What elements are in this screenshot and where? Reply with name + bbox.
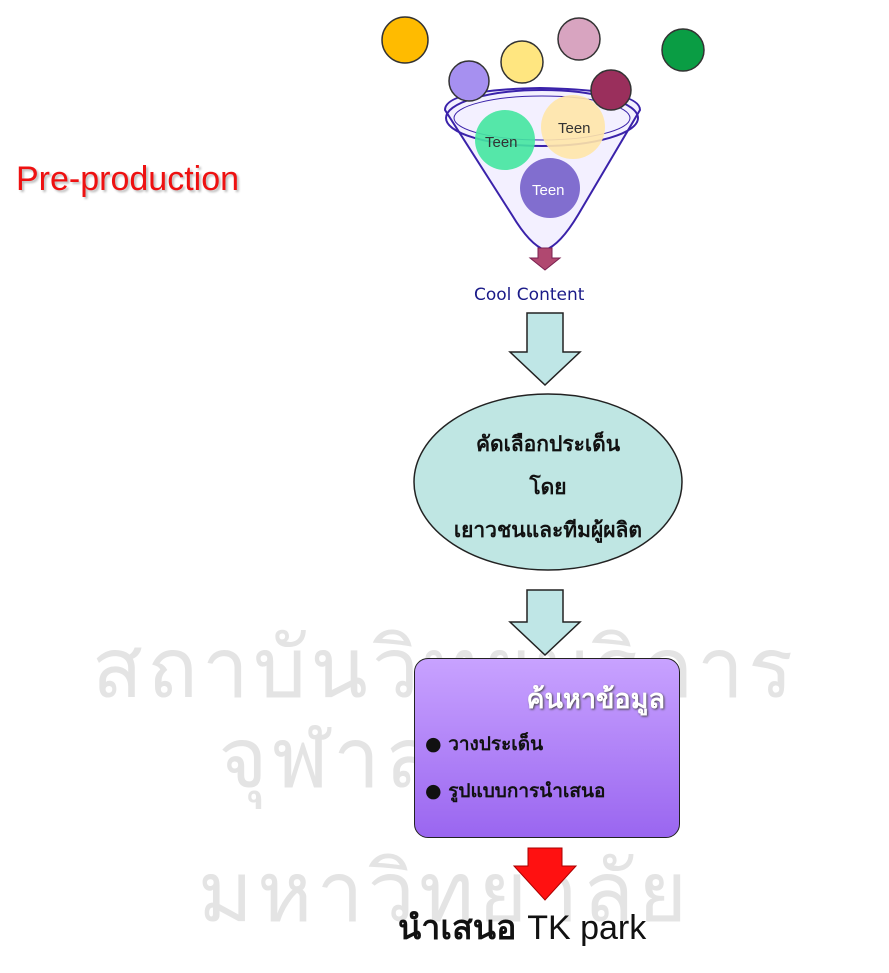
- teen-label-3: Teen: [532, 182, 565, 199]
- research-box-title: ค้นหาข้อมูล: [526, 684, 666, 715]
- bullet-dot-icon: ●: [425, 733, 442, 755]
- bullet-dot-icon: ●: [425, 780, 442, 802]
- teen-label-2: Teen: [558, 120, 591, 137]
- bullet-item: ● รูปแบบการนำเสนอ: [425, 776, 605, 806]
- ellipse-line-1: คัดเลือกประเด็น: [475, 432, 621, 456]
- teen-circle-green: [475, 110, 535, 170]
- bullet-text: รูปแบบการนำเสนอ: [448, 780, 606, 802]
- ellipse-line-3: เยาวชนและทีมผู้ผลิต: [453, 518, 643, 542]
- cool-content-label: Cool Content: [474, 285, 585, 305]
- final-label-thai: นำเสนอ: [398, 908, 517, 948]
- funnel-rim-inner: [453, 95, 631, 141]
- research-box: ค้นหาข้อมูล ● วางประเด็น ● รูปแบบการนำเส…: [414, 658, 680, 838]
- bullet-text: วางประเด็น: [448, 733, 544, 755]
- ellipse-line-2: โดย: [529, 475, 567, 499]
- funnel-output-arrow: [528, 247, 562, 271]
- teen-circle-purple: [520, 158, 580, 218]
- ball-orange: [381, 16, 429, 64]
- flow-arrow-1: [508, 312, 582, 387]
- flow-arrow-2: [508, 589, 582, 657]
- funnel-rim: [445, 89, 639, 147]
- ball-yellow: [500, 40, 544, 84]
- final-arrow: [512, 847, 578, 901]
- stage-label: Pre-production: [16, 160, 240, 198]
- ball-pink: [557, 17, 601, 61]
- ball-lavender: [448, 60, 490, 102]
- final-label-english: TK park: [527, 909, 647, 947]
- teen-circle-yellow: [541, 95, 605, 159]
- bullet-item: ● วางประเด็น: [425, 729, 543, 759]
- ball-maroon: [590, 69, 632, 111]
- teen-label-1: Teen: [485, 134, 518, 151]
- selection-ellipse: [413, 393, 683, 571]
- ball-green: [661, 28, 705, 72]
- final-label: นำเสนอ TK park: [398, 900, 646, 954]
